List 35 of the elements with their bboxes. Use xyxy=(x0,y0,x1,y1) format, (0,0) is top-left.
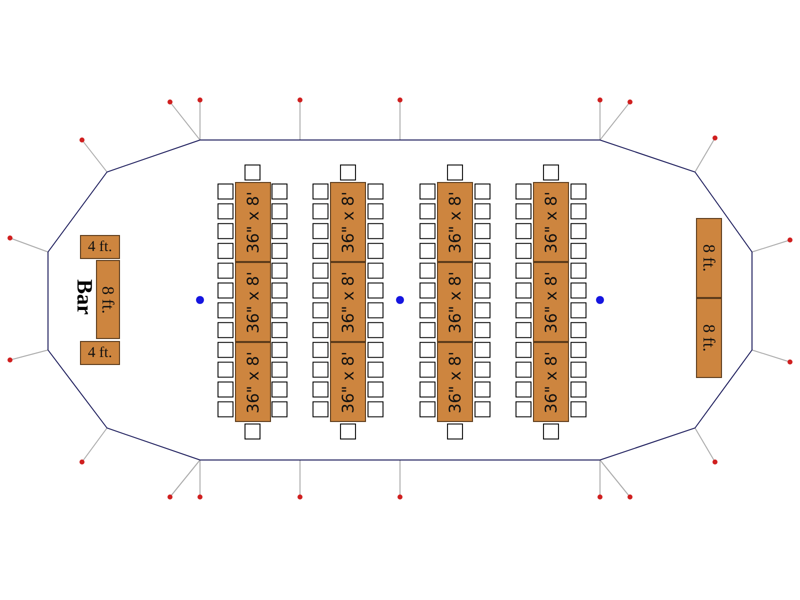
table-size-label: 8 ft. xyxy=(699,244,719,272)
table-size-label: 36" x 8' xyxy=(244,351,262,413)
table-size-label: 4 ft. xyxy=(88,238,112,256)
table-size-label: 8 ft. xyxy=(98,286,118,314)
table xyxy=(235,182,271,262)
table-size-label: 36" x 8' xyxy=(542,271,560,333)
table-size-label: 36" x 8' xyxy=(338,271,358,333)
table xyxy=(533,342,569,422)
table-size-label: 36" x 8' xyxy=(446,271,464,333)
table-size-label: 8 ft. xyxy=(699,324,719,352)
table xyxy=(533,262,569,342)
table xyxy=(235,262,271,342)
table-size-label: 4 ft. xyxy=(88,344,112,362)
table xyxy=(330,182,366,262)
table xyxy=(437,182,473,262)
table xyxy=(437,342,473,422)
table xyxy=(330,342,366,422)
table xyxy=(696,298,722,378)
table-size-label: 36" x 8' xyxy=(338,351,358,413)
table-size-label: 36" x 8' xyxy=(338,191,358,253)
table xyxy=(80,235,120,259)
table-size-label: 36" x 8' xyxy=(244,191,262,253)
table xyxy=(533,182,569,262)
table xyxy=(696,218,722,298)
table-size-label: 36" x 8' xyxy=(244,271,262,333)
table xyxy=(235,342,271,422)
table-size-label: 36" x 8' xyxy=(542,191,560,253)
table xyxy=(330,262,366,342)
table-size-label: 36" x 8' xyxy=(446,191,464,253)
area-label: Bar xyxy=(72,279,98,315)
table-size-label: 36" x 8' xyxy=(446,351,464,413)
table xyxy=(96,260,120,339)
table-size-label: 36" x 8' xyxy=(542,351,560,413)
table xyxy=(437,262,473,342)
table xyxy=(80,341,120,365)
